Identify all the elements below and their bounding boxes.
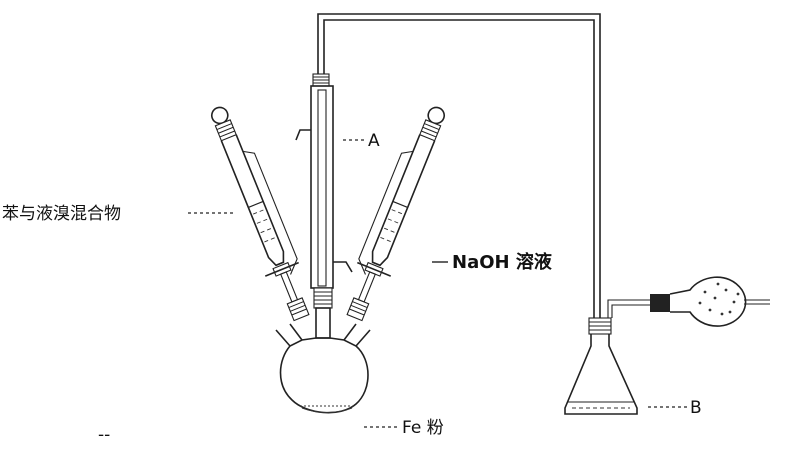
label-condenser-a: A bbox=[368, 131, 380, 151]
label-naoh-solution: NaOH 溶液 bbox=[452, 251, 553, 273]
gas-delivery-tube bbox=[317, 13, 601, 318]
label-mixture: 苯与液溴混合物 bbox=[2, 204, 121, 224]
left-dropping-funnel bbox=[210, 106, 310, 322]
condenser-a bbox=[295, 73, 353, 339]
erlenmeyer-flask-b bbox=[564, 299, 650, 415]
right-dropping-funnel bbox=[346, 106, 446, 322]
label-iron-powder: Fe 粉 bbox=[402, 418, 444, 438]
drying-bulb bbox=[650, 276, 770, 327]
three-neck-flask bbox=[275, 323, 371, 414]
stray-mark: -- bbox=[98, 425, 110, 445]
label-flask-b: B bbox=[690, 398, 702, 418]
